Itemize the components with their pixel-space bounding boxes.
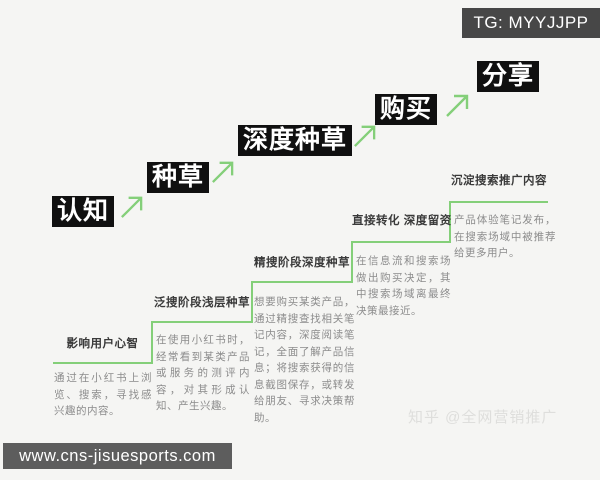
up-right-arrow-icon <box>354 125 376 147</box>
column-body-purchase: 在信息流和搜索场做出购买决定，其中搜索场域离最终决策最接近。 <box>356 255 451 317</box>
stage-label-share: 分享 <box>477 61 540 92</box>
stage-label-deep-seeding: 深度种草 <box>238 125 353 156</box>
stage-label-awareness: 认知 <box>52 196 115 227</box>
column-body-share: 产品体验笔记发布，在搜索场域中被推荐给更多用户。 <box>454 214 556 259</box>
up-right-arrow-icon <box>212 161 234 183</box>
column-body-seeding: 在使用小红书时，经常看到某类产品或服务的测评内容，对其形成认知、产生兴趣。 <box>156 334 250 412</box>
column-header-awareness: 影响用户心智 <box>66 338 139 350</box>
tg-contact-badge: TG: MYYJJPP <box>462 8 600 38</box>
column-body-deep-seeding: 想要购买某类产品，通过精搜查找相关笔记内容，深度阅读笔记，全面了解产品信息；将搜… <box>254 296 355 424</box>
website-url-bar: www.cns-jisuesports.com <box>3 443 232 469</box>
column-body-awareness: 通过在小红书上浏览、搜索，寻找感兴趣的内容。 <box>54 372 152 417</box>
column-header-seeding: 泛搜阶段浅层种草 <box>154 297 250 309</box>
column-header-deep-seeding: 精搜阶段深度种草 <box>254 257 350 269</box>
zhihu-watermark: 知乎 @全网营销推广 <box>408 409 558 426</box>
up-right-arrow-icon <box>446 94 469 117</box>
up-right-arrow-icon <box>121 196 143 218</box>
column-header-share: 沉淀搜索推广内容 <box>451 175 547 187</box>
stage-label-purchase: 购买 <box>375 94 438 125</box>
stage-label-seeding: 种草 <box>147 162 210 193</box>
column-header-purchase: 直接转化 深度留资 <box>352 215 452 227</box>
